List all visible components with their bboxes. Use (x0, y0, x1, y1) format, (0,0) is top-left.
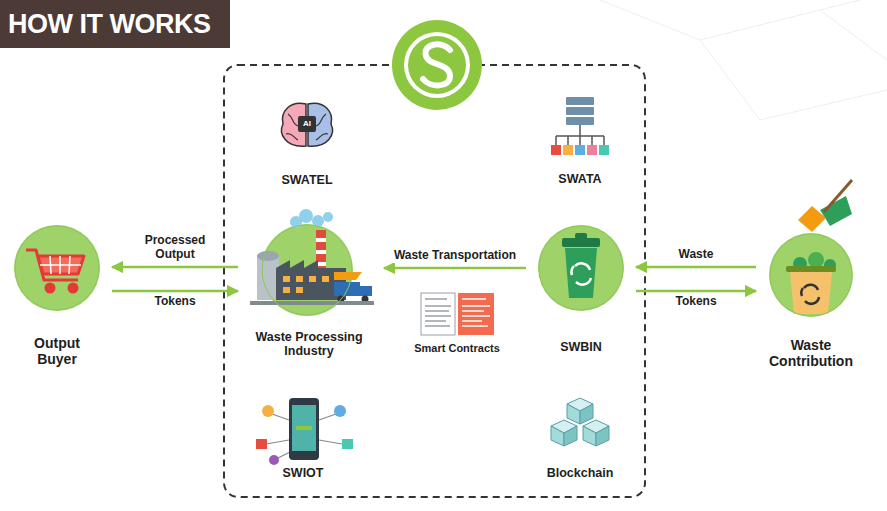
arrow-label: Tokens (152, 295, 197, 309)
waste-bin-icon (786, 180, 852, 314)
flow-arrow (384, 267, 526, 270)
component-label: Smart Contracts (414, 342, 500, 355)
arrow-label: Processed Output (133, 234, 217, 262)
logo (392, 20, 482, 110)
dashed-frame (224, 65, 645, 497)
node-label: SWBIN (560, 340, 602, 354)
blockchain-icon (551, 398, 609, 446)
node-label: Waste Processing Industry (246, 330, 372, 359)
flow-arrow (112, 266, 238, 269)
node-circle: Output Buyer (14, 225, 100, 311)
factory-icon (250, 209, 374, 305)
component-label: SWIOT (283, 466, 324, 480)
flow-arrow (112, 290, 238, 293)
node-outline (250, 222, 372, 316)
chip-text: AI (303, 119, 311, 128)
node-circle: SWBIN (538, 225, 624, 311)
ai-brain-icon (282, 103, 333, 146)
node-outline (538, 225, 624, 311)
recycle-bin-icon (562, 233, 600, 298)
cart-icon (26, 250, 84, 292)
node-circle: Waste Contribution (768, 233, 854, 319)
component-label: Blockchain (547, 466, 614, 480)
node-label: Output Buyer (14, 335, 100, 367)
node-outline (768, 233, 854, 319)
title-banner: HOW IT WORKS (0, 0, 230, 48)
arrow-label: Waste Transportation (392, 249, 518, 263)
component-label: SWATEL (281, 173, 332, 187)
database-icon (551, 97, 609, 155)
iot-phone-icon (256, 398, 353, 465)
arrow-label: Tokens (673, 295, 718, 309)
flow-arrow (636, 290, 756, 293)
component-label: SWATA (558, 172, 601, 186)
node-circle: Waste Processing Industry (250, 222, 372, 316)
flow-arrow (636, 266, 756, 269)
contract-icon (421, 293, 494, 335)
arrow-label: Waste (677, 248, 716, 262)
node-label: Waste Contribution (768, 337, 854, 369)
node-outline (14, 225, 100, 311)
